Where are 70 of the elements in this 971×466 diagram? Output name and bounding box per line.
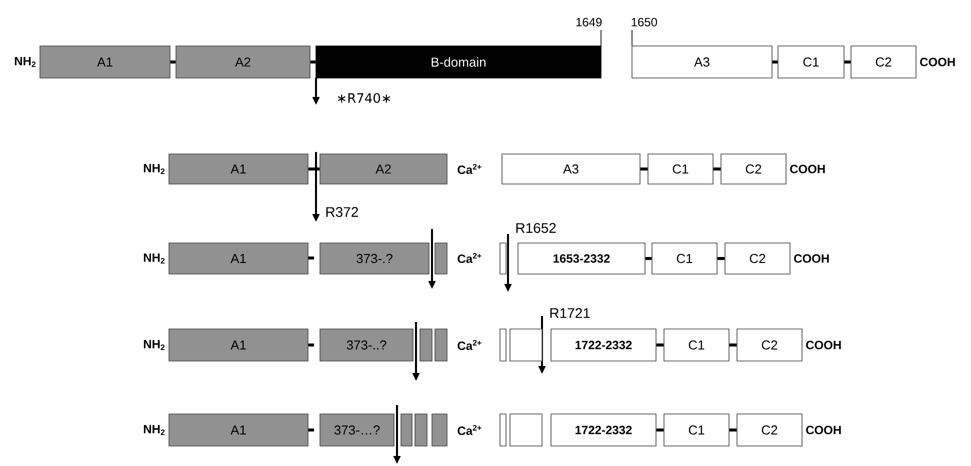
- terminus-label: NH$_{2}$: [14, 56, 36, 68]
- domain-box: C2: [724, 242, 790, 274]
- domain-box: 373-..?: [320, 328, 414, 362]
- linker: [717, 257, 725, 260]
- domain-box: 1722-2332: [550, 328, 656, 362]
- domain-box: A3: [632, 46, 772, 78]
- terminus-label: NH$_{2}$: [144, 164, 165, 174]
- domain-box: A1: [168, 414, 308, 446]
- domain-box: A3: [502, 154, 640, 184]
- domain-box: 1653-2332: [518, 242, 646, 274]
- domain-box: 1722-2332: [550, 414, 656, 446]
- domain-box: C1: [778, 46, 844, 78]
- site-label: ∗R740∗: [338, 93, 390, 103]
- domain-box: A1: [168, 242, 308, 274]
- domain-box: B-domain: [316, 46, 602, 78]
- segment-box: [500, 414, 506, 446]
- domain-box: A1: [168, 328, 308, 362]
- terminus-label: COOH: [806, 426, 841, 434]
- terminus-label: NH$_{2}$: [144, 424, 165, 436]
- linker: [645, 257, 652, 260]
- linker: [656, 428, 664, 432]
- terminus-label: NH$_{2}$: [144, 340, 165, 350]
- terminus-label: COOH: [806, 340, 841, 350]
- domain-box: C1: [652, 242, 718, 274]
- terminus-label: Ca$^{2+}$: [458, 424, 482, 436]
- domain-box: A1: [168, 154, 308, 184]
- domain-box: C2: [850, 46, 916, 78]
- segment-box: [510, 328, 542, 362]
- domain-box: A2: [320, 154, 448, 184]
- terminus-label: NH$_{2}$: [144, 253, 165, 264]
- site-label: R1721: [550, 308, 590, 318]
- site-label: R1652: [516, 223, 556, 233]
- segment-box: [400, 414, 412, 446]
- linker: [729, 428, 737, 432]
- domain-box: A1: [40, 46, 170, 78]
- position-number: 1649: [576, 18, 602, 26]
- domain-box: C2: [736, 414, 802, 446]
- segment-box: [434, 328, 448, 362]
- linker: [729, 344, 737, 346]
- segment-box: [500, 242, 506, 274]
- segment-box: [432, 414, 448, 446]
- segment-box: [420, 328, 432, 362]
- segment-box: [500, 328, 506, 362]
- domain-box: 373-…?: [320, 414, 394, 446]
- position-number: 1650: [632, 18, 658, 26]
- linker: [656, 344, 664, 346]
- linker: [640, 168, 648, 170]
- terminus-label: COOH: [920, 58, 955, 66]
- segment-box: [434, 242, 448, 274]
- terminus-label: Ca$^{2+}$: [458, 340, 482, 350]
- segment-box: [414, 414, 428, 446]
- linker: [308, 168, 320, 170]
- domain-box: A2: [176, 46, 310, 78]
- segment-box: [510, 414, 542, 446]
- domain-box: C1: [648, 154, 714, 184]
- domain-box: C1: [664, 414, 730, 446]
- linker: [310, 60, 316, 64]
- linker: [170, 60, 176, 64]
- domain-box: 373-.?: [320, 242, 430, 274]
- terminus-label: COOH: [794, 254, 829, 263]
- terminus-label: COOH: [790, 164, 825, 174]
- linker: [844, 60, 851, 64]
- linker: [772, 60, 778, 64]
- site-label: R372: [326, 207, 358, 217]
- terminus-label: Ca$^{2+}$: [458, 252, 482, 264]
- domain-box: C1: [664, 328, 730, 362]
- domain-box: C2: [736, 328, 802, 362]
- terminus-label: Ca$^{2+}$: [458, 164, 482, 174]
- linker: [713, 168, 721, 170]
- domain-box: C2: [720, 154, 786, 184]
